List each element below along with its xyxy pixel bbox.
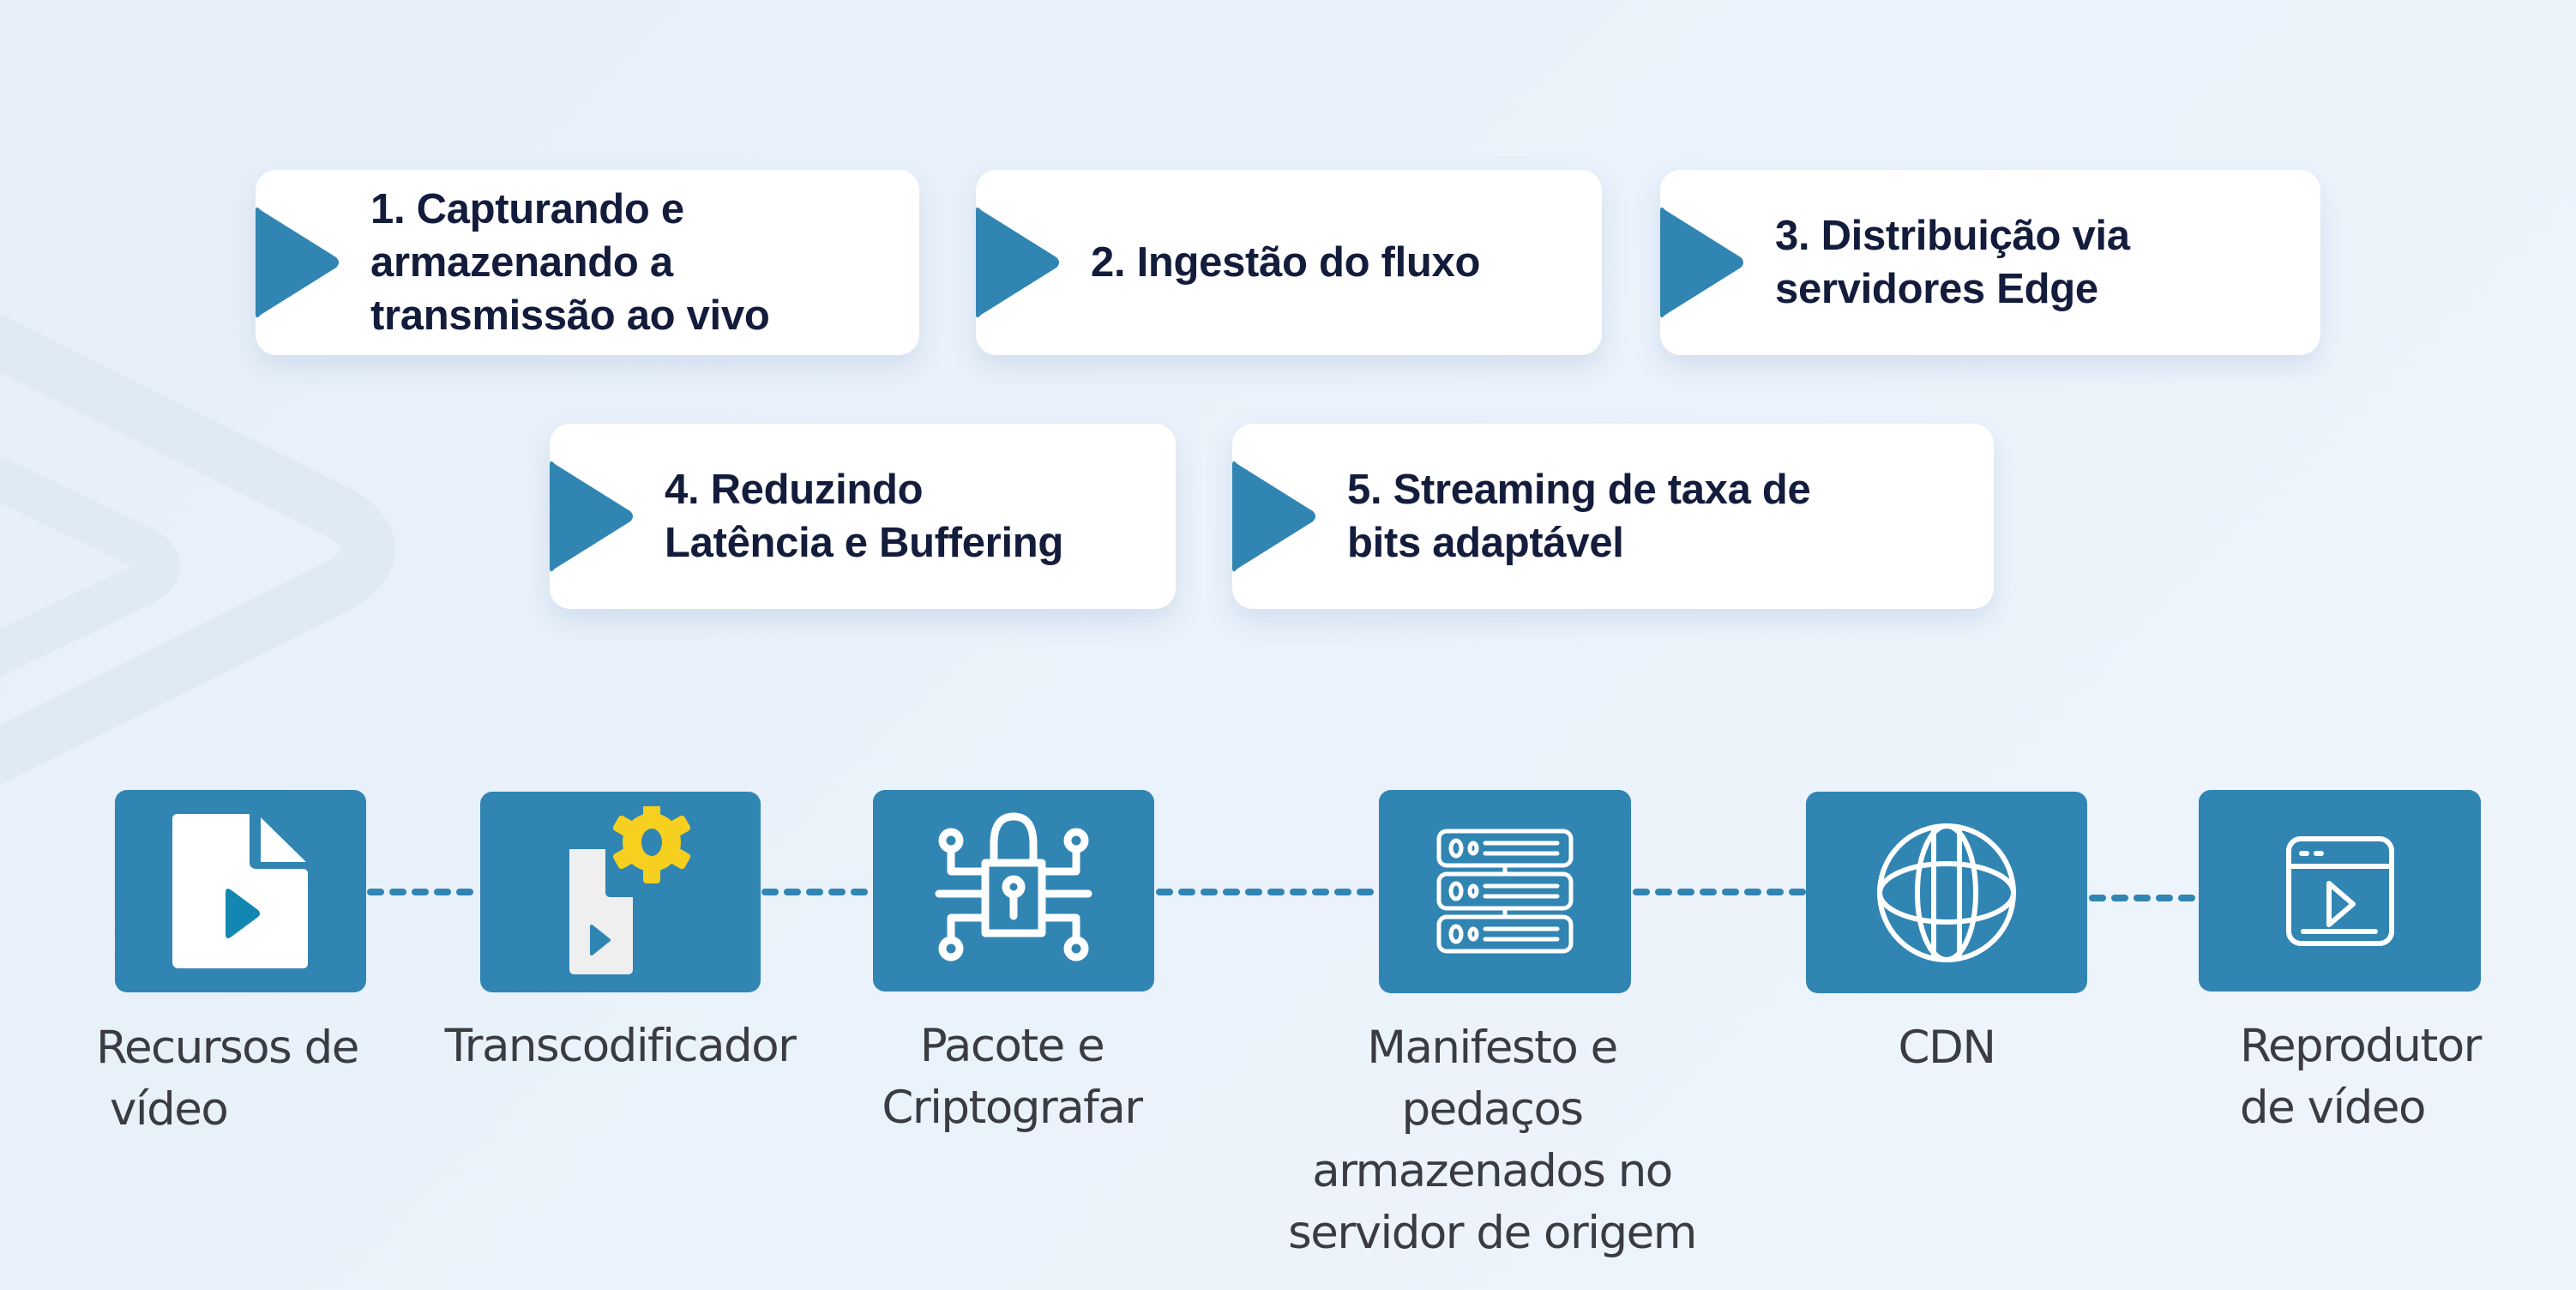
node-origin-server [1379, 790, 1631, 993]
globe-icon [1877, 823, 2016, 962]
play-arrow-icon [550, 461, 633, 572]
play-arrow-icon [976, 207, 1059, 318]
video-file-icon [172, 814, 308, 968]
video-player-icon [2285, 835, 2394, 946]
node-transcoder [480, 792, 761, 992]
step-card-2: 2. Ingestão do fluxo [976, 170, 1602, 355]
node-video-player [2199, 790, 2481, 992]
play-arrow-icon [1232, 461, 1315, 572]
node-label-transcoder: Transcodificador [444, 1020, 797, 1072]
step-title: 2. Ingestão do fluxo [1091, 239, 1481, 286]
node-label-cdn: CDN [1898, 1022, 1996, 1074]
server-stack-icon [1436, 829, 1574, 953]
encrypted-lock-icon [935, 812, 1092, 961]
node-video-assets [115, 790, 366, 992]
node-package-encrypt [873, 790, 1154, 992]
play-arrow-icon [1660, 207, 1743, 318]
transcoder-gear-icon [569, 806, 690, 974]
play-arrow-icon [256, 207, 339, 318]
node-cdn [1806, 792, 2087, 993]
